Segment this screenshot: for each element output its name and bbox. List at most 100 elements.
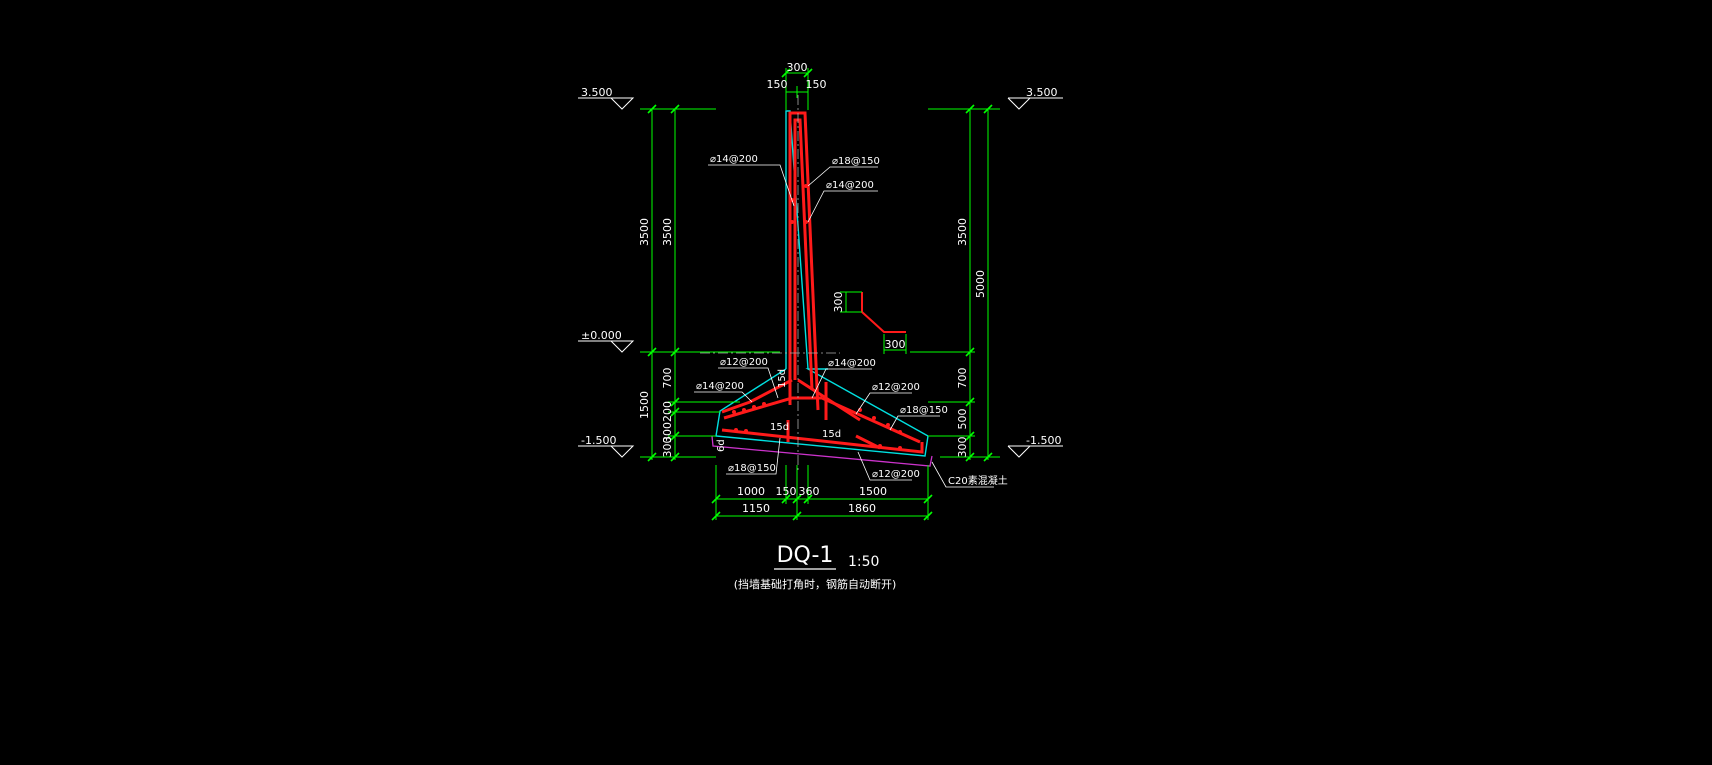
dim-label-bottom-1000: 1000 [737, 485, 765, 498]
dim-label-bottom-1860: 1860 [848, 502, 876, 515]
rebar-label-base-12-right: ⌀12@200 [872, 382, 920, 393]
dim-label-bottom-1150: 1150 [742, 502, 770, 515]
leader-base-14-mid [811, 368, 872, 399]
dim-label-left-3500-outer: 3500 [638, 218, 651, 246]
dimension-lines [640, 68, 1000, 520]
drawing-scale: 1:50 [848, 554, 879, 570]
dim-label-left-300-200: 300200 [661, 401, 674, 443]
rebar-dot [732, 410, 736, 414]
elev-marker-bot-left [578, 445, 635, 458]
dim-tick [781, 494, 791, 504]
leader-wall-right-2 [807, 190, 878, 223]
elev-marker-top-right [1007, 97, 1063, 110]
dim-tick [711, 511, 721, 521]
dim-tick [792, 511, 802, 521]
wall-body-outline [785, 110, 809, 370]
dim-label-bottom-1500: 1500 [859, 485, 887, 498]
dim-tick [670, 452, 680, 462]
base-top-rebar-left [723, 396, 822, 420]
rebar-dot [878, 444, 882, 448]
dim-label-left-700: 700 [661, 368, 674, 389]
dim-tick [670, 431, 680, 441]
rebar-dot [898, 430, 902, 434]
elev-marker-zero [578, 340, 635, 353]
dim-label-right-3500: 3500 [956, 218, 969, 246]
dim-label-bottom-150: 150 [776, 485, 797, 498]
rebar-dot [752, 405, 756, 409]
elev-label-top-left: 3.500 [581, 86, 613, 99]
leader-wall-left [708, 164, 795, 207]
dim-tick [965, 104, 975, 114]
dim-label-left-3500-inner: 3500 [661, 218, 674, 246]
rebar-label-base-12-left: ⌀12@200 [720, 357, 768, 368]
dim-label-right-500: 500 [956, 409, 969, 430]
bedding-outline [711, 435, 933, 467]
dim-tick [781, 68, 791, 78]
elevation-markers [578, 97, 1063, 458]
elev-marker-top-left [578, 97, 635, 110]
dimension-ticks [647, 68, 993, 521]
rebar-label-wall-left: ⌀14@200 [710, 154, 758, 165]
dim-tick [647, 452, 657, 462]
heel-tail-bar [855, 434, 881, 450]
leader-base-12-bottom [857, 451, 912, 481]
leader-wall-right-top [807, 166, 878, 187]
dim-label-hook-h: 300 [885, 338, 906, 351]
rebar-dot [762, 402, 766, 406]
leader-base-12-right [855, 392, 912, 415]
dim-tick [965, 397, 975, 407]
dim-label-right-700: 700 [956, 368, 969, 389]
rebar-label-6d: 6d [716, 439, 727, 452]
rebar-dot [790, 220, 794, 224]
hook-detail-rebar [861, 292, 906, 333]
dim-label-right-5000: 5000 [974, 270, 987, 298]
leader-concrete [931, 461, 994, 488]
dim-tick [965, 347, 975, 357]
rebar-label-wall-right-top: ⌀18@150 [832, 156, 880, 167]
rebar-label-wall-right-2: ⌀14@200 [826, 180, 874, 191]
dim-tick [711, 494, 721, 504]
dim-tick [647, 104, 657, 114]
elev-label-zero: ±0.000 [581, 329, 622, 342]
elev-label-bot-left: -1.500 [581, 434, 616, 447]
base-slab-outline [715, 368, 929, 457]
rebar-dot [742, 408, 746, 412]
rebar-dots [732, 184, 902, 450]
rebar-dot [804, 184, 808, 188]
dim-tick [983, 104, 993, 114]
rebar-anchor-15d-c: 15d [822, 429, 841, 440]
dim-label-top-width: 300 [787, 61, 808, 74]
rebar-dot [734, 428, 738, 432]
elev-label-top-right: 3.500 [1026, 86, 1058, 99]
leader-lines [694, 164, 994, 488]
dim-label-left-1500: 1500 [638, 391, 651, 419]
toe-hook-rebar [721, 378, 793, 414]
leader-base-14-left [694, 391, 753, 403]
dim-tick [803, 494, 813, 504]
leader-base-18-bottom [726, 437, 781, 475]
dim-tick [965, 431, 975, 441]
rebar-dot [804, 220, 808, 224]
dim-label-bottom-360: 360 [799, 485, 820, 498]
dim-tick [803, 68, 813, 78]
wall-outer-rebar [788, 111, 820, 411]
wall-inner-rebar [793, 118, 814, 391]
drawing-title: DQ-1 [777, 543, 834, 568]
dim-tick [923, 494, 933, 504]
rebar-dot [872, 416, 876, 420]
dim-label-hook-v: 300 [832, 292, 845, 313]
dim-tick [983, 452, 993, 462]
concrete-outline [715, 110, 929, 457]
dim-tick [923, 511, 933, 521]
dim-label-right-300: 300 [956, 437, 969, 458]
concrete-note: C20素混凝土 [948, 474, 1008, 487]
dim-tick [670, 347, 680, 357]
rebar-dot [744, 429, 748, 433]
dim-tick [670, 397, 680, 407]
leader-base-12-left [718, 367, 779, 399]
leader-base-18-right [889, 415, 940, 431]
rebar-dot [886, 423, 890, 427]
rebar-label-base-14-mid: ⌀14@200 [828, 358, 876, 369]
